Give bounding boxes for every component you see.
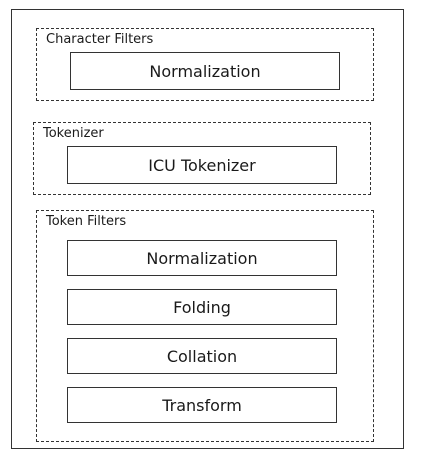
collation-box: Collation — [67, 338, 337, 374]
character-normalization-box: Normalization — [70, 52, 340, 90]
character-filters-group: Character Filters — [36, 28, 374, 101]
token-normalization-box: Normalization — [67, 240, 337, 276]
token-filters-label: Token Filters — [46, 214, 127, 229]
tokenizer-label: Tokenizer — [43, 126, 104, 141]
folding-box: Folding — [67, 289, 337, 325]
character-filters-label: Character Filters — [46, 32, 154, 47]
diagram-frame — [11, 9, 404, 449]
transform-box: Transform — [67, 387, 337, 423]
tokenizer-group: Tokenizer — [33, 122, 371, 195]
icu-tokenizer-box: ICU Tokenizer — [67, 146, 337, 184]
token-filters-group: Token Filters — [36, 210, 374, 442]
